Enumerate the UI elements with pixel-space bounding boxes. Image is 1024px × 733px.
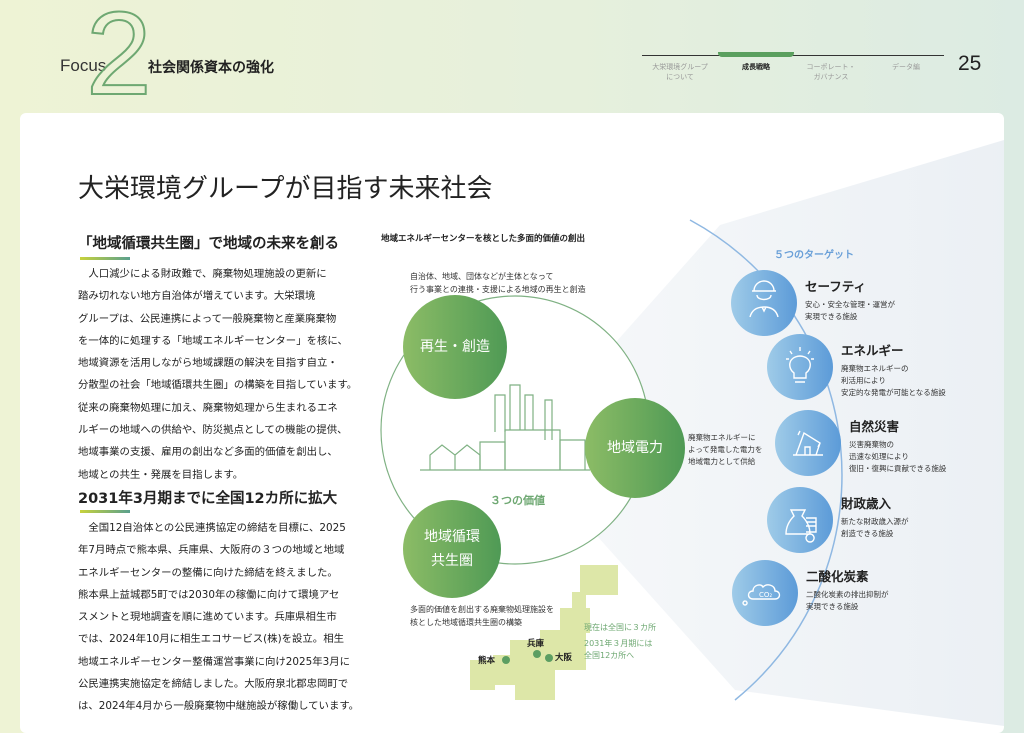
body-line: 地域エネルギーセンター整備運営事業に向け2025年3月に	[78, 655, 351, 668]
nav-label: コーポレート・	[806, 63, 856, 71]
value-desc-circular: 多面的価値を創出する廃棄物処理施設を核とした地域循環共生圏の構築	[410, 605, 554, 627]
section-title: 社会関係資本の強化	[148, 60, 274, 76]
body-line: を一体的に処理する「地域エネルギーセンター」を核に、	[78, 334, 348, 347]
nav-tab-data[interactable]: データ編	[866, 62, 946, 72]
map-note-target: 2031年３月期には全国12カ所へ	[584, 639, 653, 660]
nav-label: データ編	[892, 63, 920, 71]
co2-cloud-target-circle: CO₂	[732, 560, 798, 626]
target-text: エネルギー廃棄物エネルギーの利活用により安定的な発電が可能となる施設	[841, 340, 946, 399]
target-text: セーフティ安心・安全な管理・運営が実現できる施設	[805, 276, 895, 323]
value-circular-symbiosis: 地域循環共生圏	[403, 500, 501, 598]
target-desc: 災害廃棄物の迅速な処理により復旧・復興に貢献できる施設	[849, 440, 947, 473]
site-dot-kumamoto	[502, 656, 510, 664]
target-desc: 二酸化炭素の排出抑制が実現できる施設	[806, 590, 889, 611]
values-center-label: ３つの価値	[490, 494, 545, 507]
nav-label: 大栄環境グループ	[652, 63, 708, 71]
money-bag-icon	[785, 509, 817, 543]
body-line: 熊本県上益城郡5町では2030年の稼働に向けて環境アセ	[78, 588, 340, 601]
body-line: グループは、公民連携によって一般廃棄物と産業廃棄物	[78, 312, 337, 325]
nav-label: 成長戦略	[742, 63, 770, 71]
page-number: 25	[958, 52, 982, 75]
body-line: 従来の廃棄物処理に加え、廃棄物処理から生まれるエネ	[78, 401, 338, 414]
nav-label: ガバナンス	[813, 73, 849, 81]
target-title: 財政歳入	[841, 496, 892, 511]
body-line: 人口減少による財政難で、廃棄物処理施設の更新に	[78, 268, 327, 280]
body-line: では、2024年10月に相生エコサービス(株)を設立。相生	[78, 633, 344, 646]
body-line: 分散型の社会「地域循環共生圏」の構築を目指しています。	[78, 379, 358, 392]
target-text: 財政歳入新たな財政歳入源が創造できる施設	[841, 493, 909, 540]
body-line: スメントと現地調査を順に進めています。兵庫県相生市	[78, 611, 337, 624]
section-body: 全国12自治体との公民連携協定の締結を目標に、2025 年7月時点で熊本県、兵庫県…	[78, 517, 359, 718]
diagram-title: 地域エネルギーセンターを核とした多面的価値の創出	[381, 234, 586, 244]
japan-map	[470, 565, 618, 700]
map-note-current: 現在は全国に３カ所	[584, 623, 656, 632]
body-line: は、2024年4月から一般廃棄物中継施設が稼働しています。	[78, 700, 360, 713]
site-label-hyogo: 兵庫	[527, 639, 545, 649]
svg-text:CO₂: CO₂	[759, 591, 772, 599]
nav-label: について	[666, 73, 694, 81]
body-line: 公民連携実施協定を締結しました。大阪府泉北郡忠岡町で	[78, 678, 349, 691]
body-line: 地域事業の支援、雇用の創出など多面的価値を創出し、	[78, 446, 338, 459]
target-wedge	[520, 140, 1004, 726]
target-title: 自然災害	[849, 419, 900, 434]
target-title: セーフティ	[805, 279, 867, 294]
section-body: 人口減少による財政難で、廃棄物処理施設の更新に踏み切れない地方自治体が増えていま…	[78, 263, 357, 486]
heading-rule	[80, 257, 130, 260]
value-regeneration: 再生・創造	[403, 295, 507, 399]
target-text: 自然災害災害廃棄物の迅速な処理により復旧・復興に貢献できる施設	[849, 416, 946, 475]
value-local-power: 地域電力	[585, 398, 685, 498]
body-line: ルギーの地域への供給や、防災拠点としての機能の提供、	[78, 424, 348, 437]
body-line: 全国12自治体との公民連携協定の締結を目標に、2025	[78, 522, 346, 534]
body-line: 地域との共生・発展を目指します。	[78, 468, 244, 481]
target-title: エネルギー	[841, 343, 904, 358]
nav-active-indicator	[718, 52, 794, 57]
focus-number: 2	[85, 0, 153, 121]
site-dot-hyogo	[533, 650, 541, 658]
target-desc: 新たな財政歳入源が創造できる施設	[841, 517, 909, 538]
money-bag-target-circle	[767, 487, 833, 553]
site-label-kumamoto: 熊本	[478, 656, 496, 666]
site-dot-osaka	[545, 654, 553, 662]
site-label-osaka: 大阪	[555, 653, 573, 663]
target-text: 二酸化炭素二酸化炭素の排出抑制が実現できる施設	[806, 566, 889, 613]
body-line: 地域資源を活用しながら地域課題の解決を目指す自立・	[78, 357, 338, 370]
nav-tab-about[interactable]: 大栄環境グループについて	[640, 62, 720, 82]
body-line: 年7月時点で熊本県、兵庫県、大阪府の３つの地域と地域	[78, 544, 345, 557]
disaster-house-icon	[793, 430, 823, 456]
section-heading: 「地域循環共生圏」で地域の未来を創る	[78, 236, 339, 252]
focus-label: Focus	[60, 56, 107, 75]
nav-tab-governance[interactable]: コーポレート・ガバナンス	[791, 62, 871, 82]
body-line: エネルギーセンターの整備に向けた締結を終えました。	[78, 566, 338, 579]
target-title: 二酸化炭素	[806, 569, 869, 584]
safety-worker-target-circle	[731, 270, 797, 336]
safety-worker-icon	[749, 280, 779, 318]
target-desc: 安心・安全な管理・運営が実現できる施設	[805, 300, 895, 321]
targets-title: ５つのターゲット	[774, 250, 854, 261]
value-desc-regeneration: 自治体、地域、団体などが主体となって行う事業との連携・支援による地域の再生と創造	[410, 272, 586, 294]
nav-tab-growth[interactable]: 成長戦略	[716, 62, 796, 72]
value-desc-local-power: 廃棄物エネルギーによって発電した電力を地域電力として供給	[688, 433, 763, 466]
disaster-house-target-circle	[775, 410, 841, 476]
body-line: 踏み切れない地方自治体が増えています。大栄環境	[78, 290, 316, 303]
light-bulb-icon	[786, 347, 814, 383]
co2-cloud-icon: CO₂	[742, 584, 781, 606]
page-title: 大栄環境グループが目指す未来社会	[78, 174, 493, 204]
heading-rule	[80, 510, 130, 513]
light-bulb-target-circle	[767, 334, 833, 400]
target-desc: 廃棄物エネルギーの利活用により安定的な発電が可能となる施設	[841, 364, 946, 397]
section-heading: 2031年3月期までに全国12カ所に拡大	[78, 491, 338, 507]
